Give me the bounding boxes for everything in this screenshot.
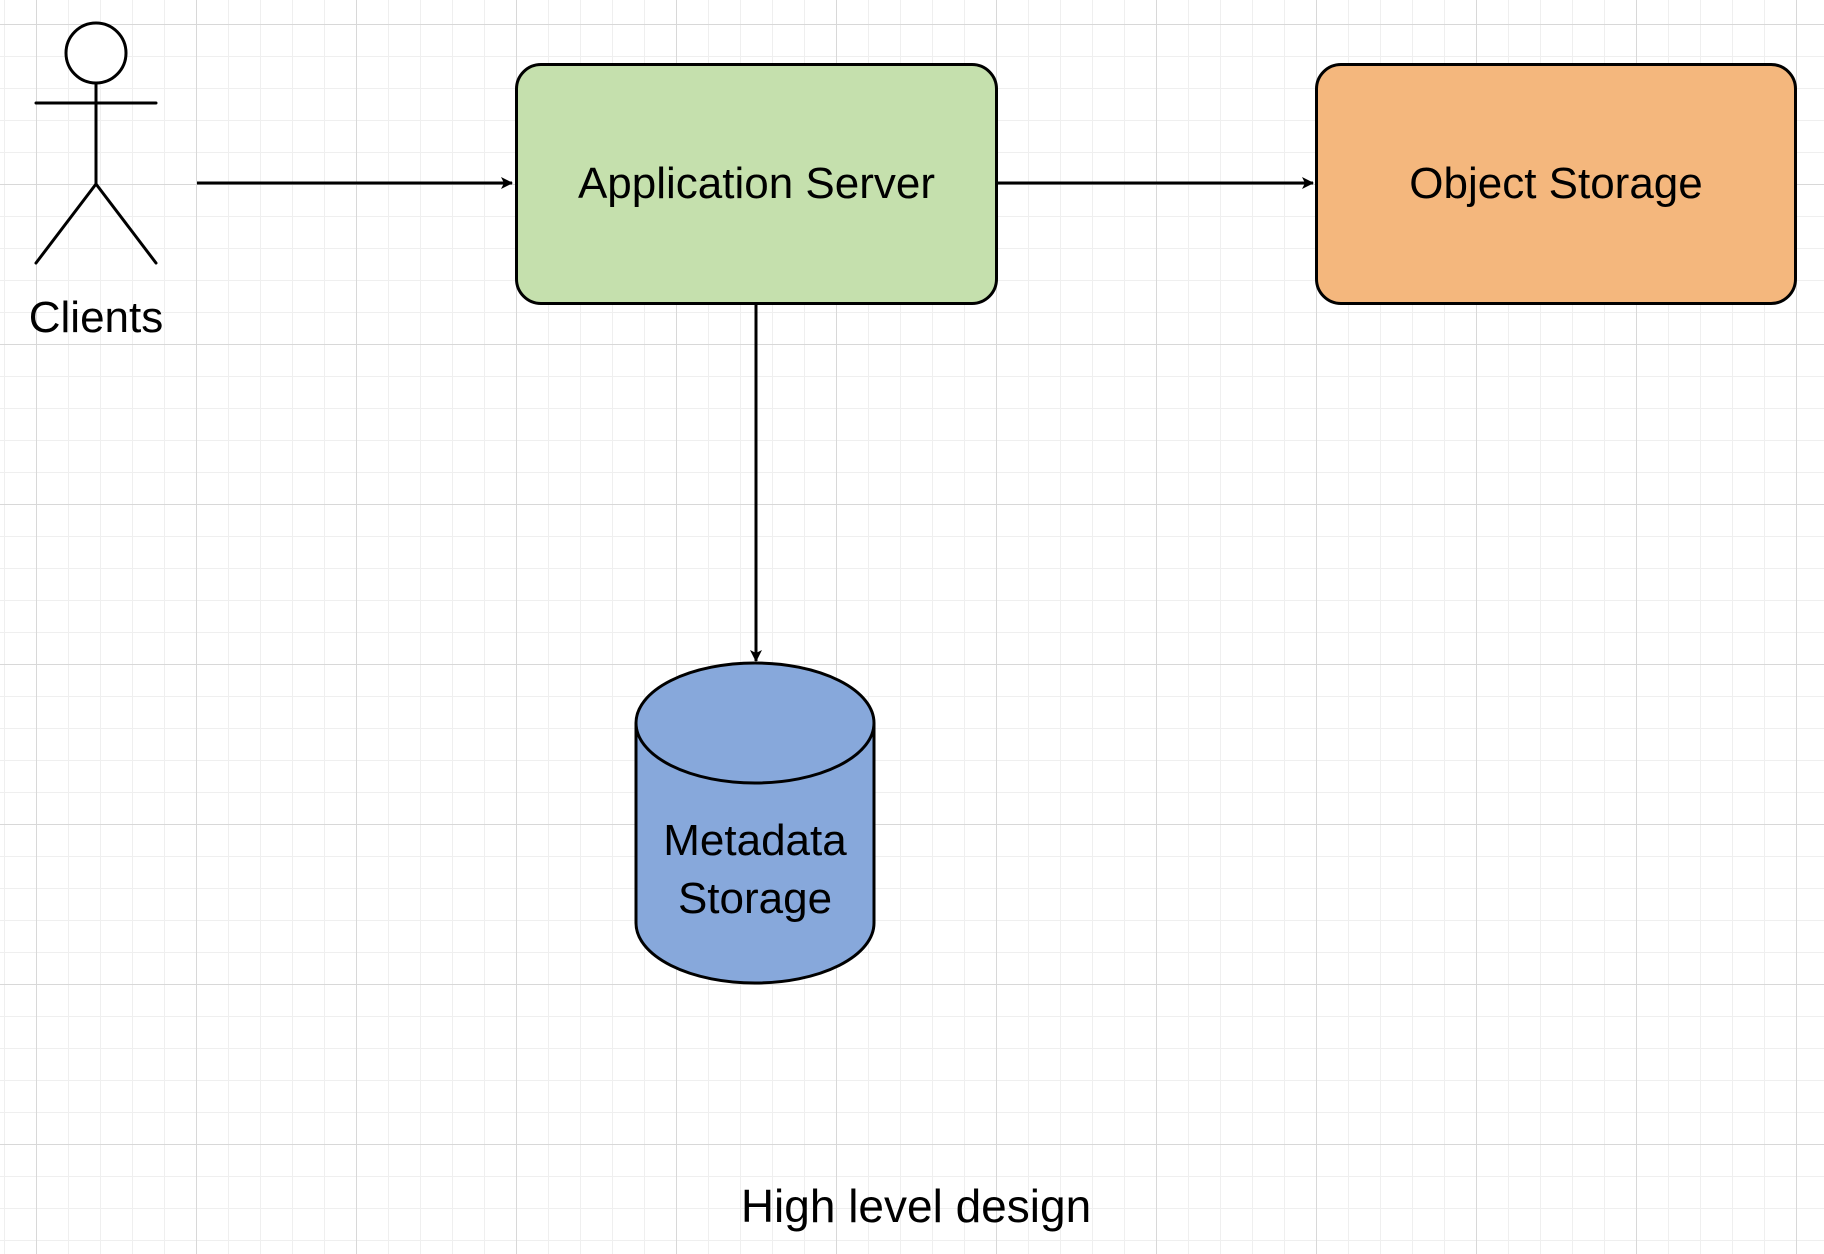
database-cylinder-icon	[634, 661, 876, 985]
clients-label: Clients	[28, 293, 164, 342]
application-server-label: Application Server	[577, 159, 936, 208]
diagram-caption: High level design	[740, 1180, 1092, 1232]
object-storage-label: Object Storage	[1409, 159, 1703, 208]
application-server-node[interactable]: Application Server	[515, 63, 998, 305]
object-storage-node[interactable]: Object Storage	[1315, 63, 1797, 305]
metadata-storage-label[interactable]: Metadata Storage	[663, 816, 847, 923]
stick-figure-icon	[34, 21, 158, 265]
